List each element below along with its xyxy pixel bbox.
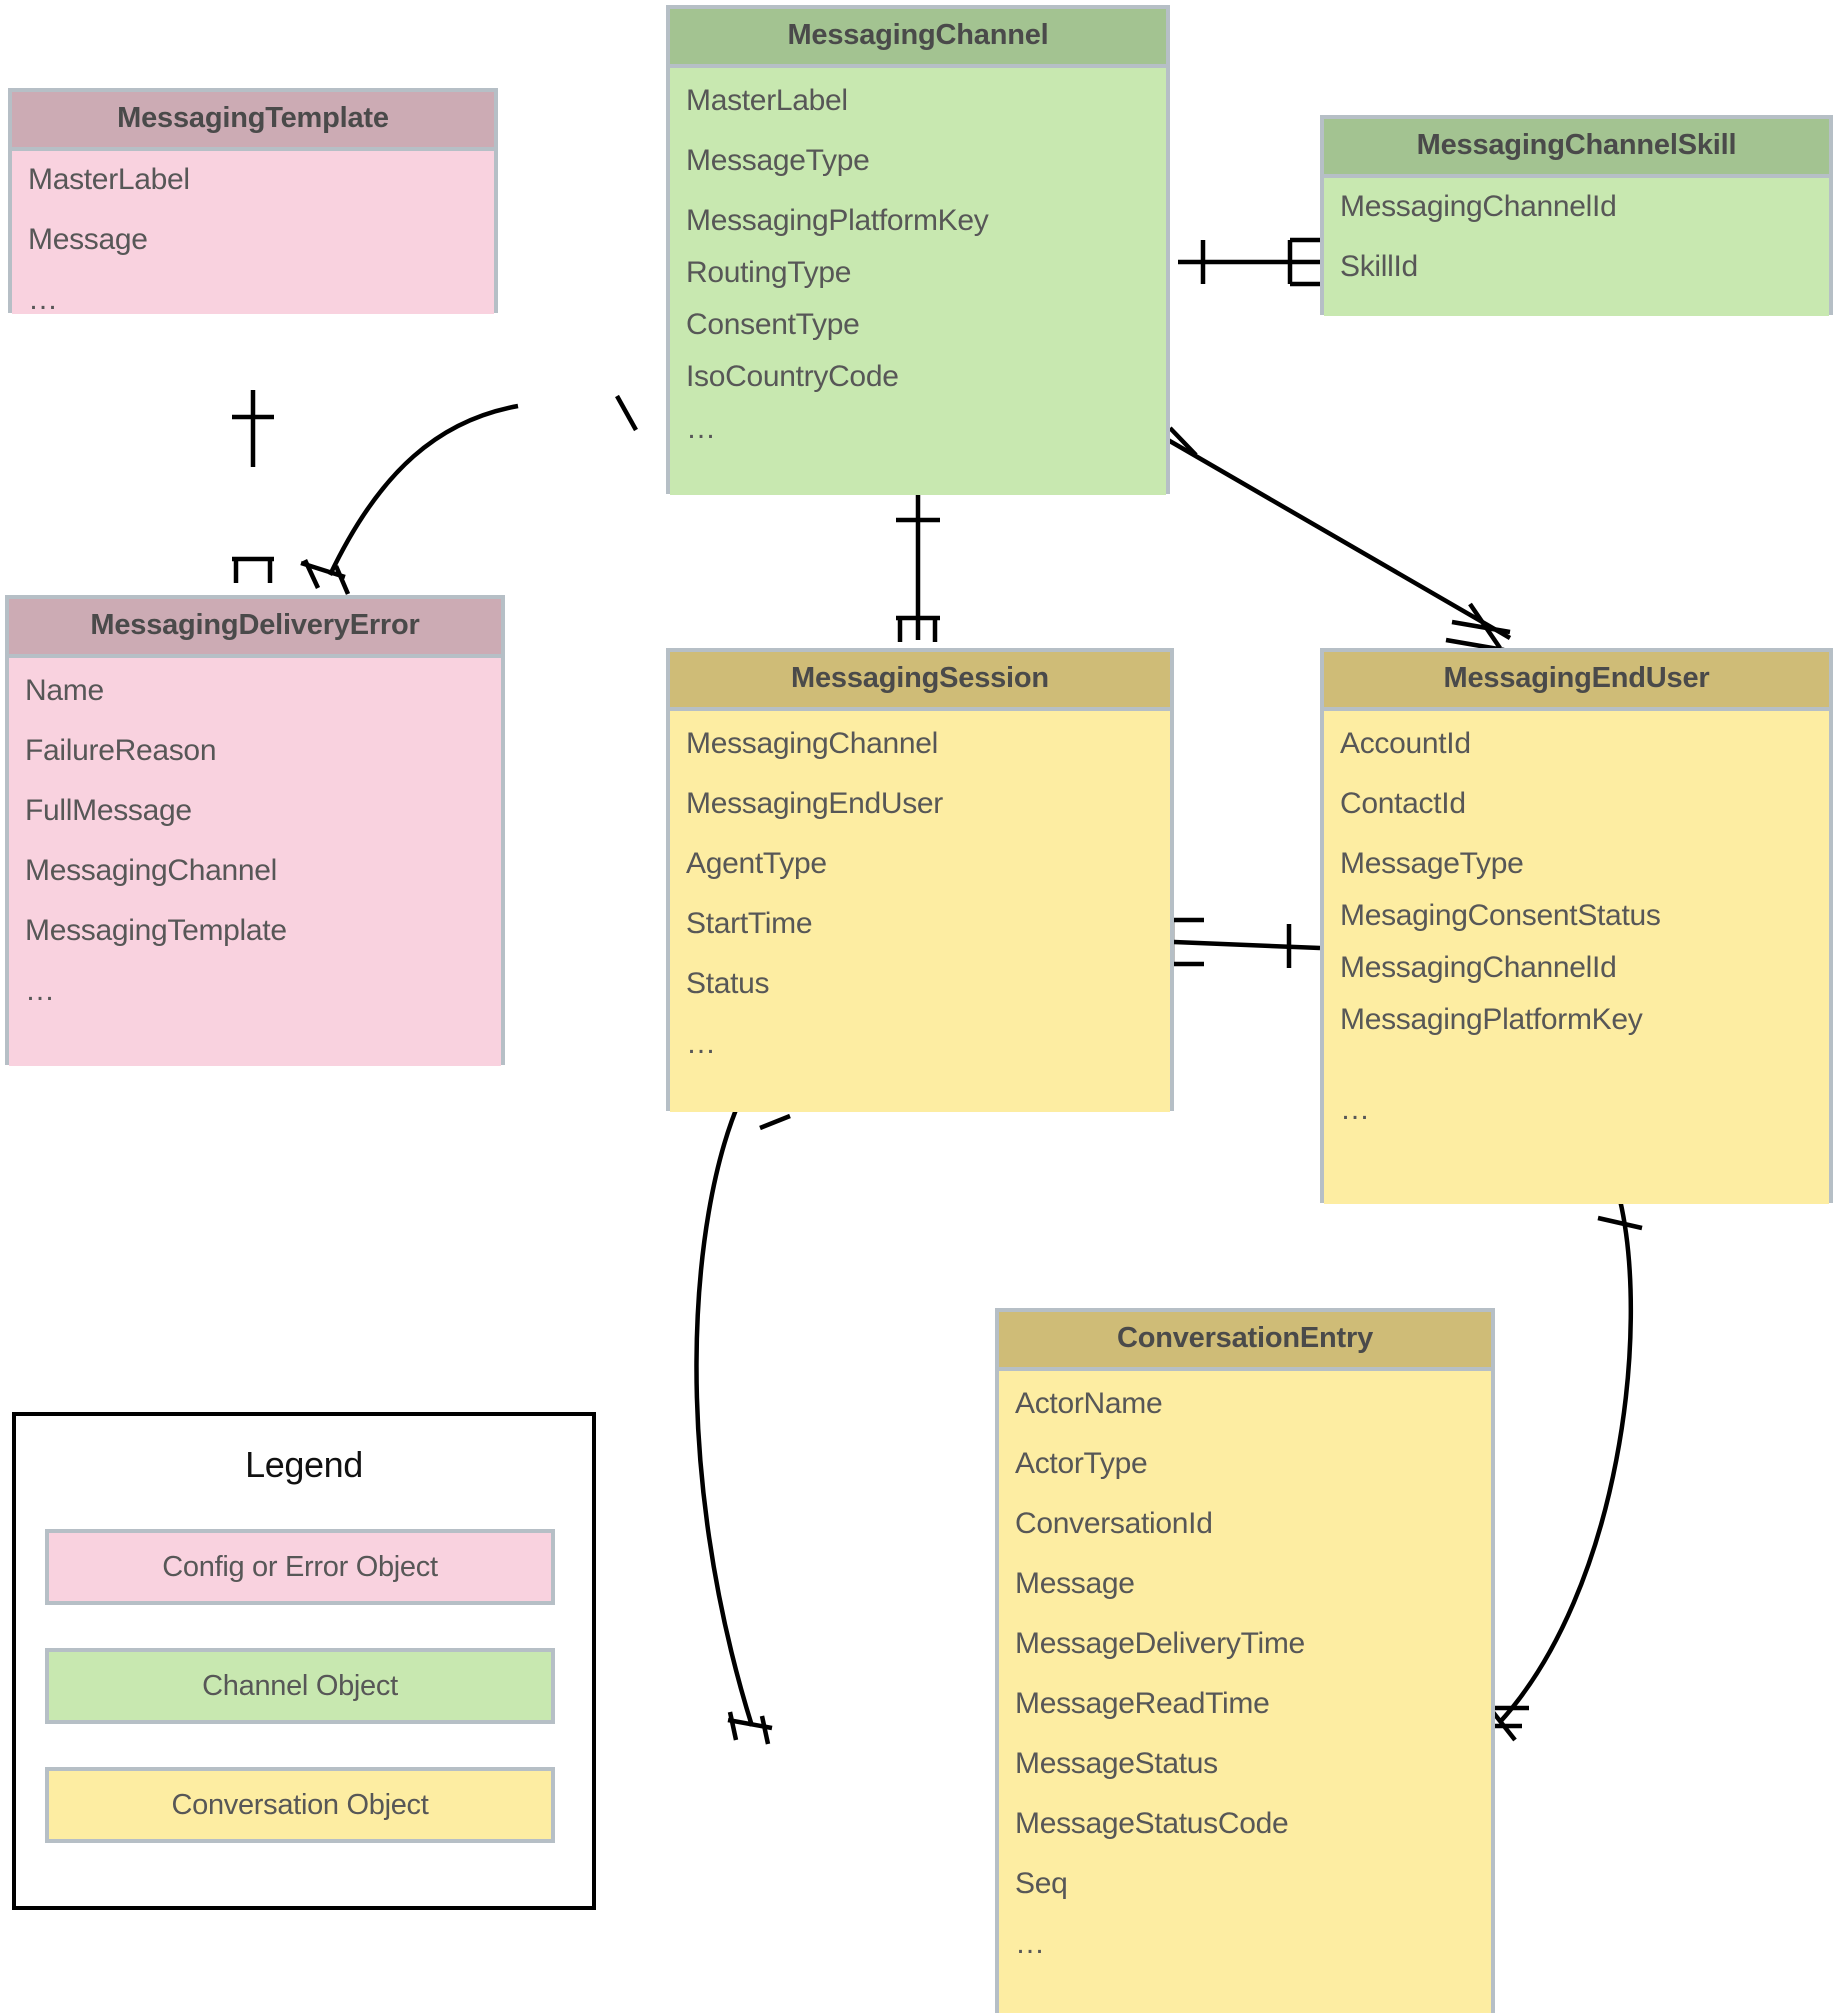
entity-field-list: MessagingChannelId SkillId	[1324, 178, 1829, 316]
link-session-to-enduser	[1169, 917, 1321, 968]
entity-field: MessagingEndUser	[686, 787, 943, 820]
entity-field-ellipsis: …	[28, 283, 58, 316]
entity-field: IsoCountryCode	[686, 360, 899, 393]
entity-field-list: MasterLabel Message …	[12, 151, 494, 316]
entity-messaging-channel-skill[interactable]: MessagingChannelSkill MessagingChannelId…	[1320, 115, 1833, 316]
entity-field: ActorType	[1015, 1447, 1148, 1480]
entity-field: MessagingChannel	[25, 854, 278, 887]
legend-label: Config or Error Object	[162, 1550, 438, 1583]
link-enduser-to-conversationentry	[1480, 1199, 1643, 1742]
entity-field: Name	[25, 674, 104, 707]
entity-field-ellipsis: …	[686, 412, 716, 445]
entity-field-list: MasterLabel MessageType MessagingPlatfor…	[670, 68, 1166, 495]
legend-swatch-conversation: Conversation Object	[45, 1767, 555, 1843]
legend-swatch-channel: Channel Object	[45, 1648, 555, 1724]
link-session-to-conversationentry	[694, 1099, 791, 1745]
entity-title: MessagingTemplate	[12, 92, 494, 151]
entity-title: MessagingSession	[670, 652, 1170, 711]
link-template-to-deliveryerror	[232, 390, 274, 583]
entity-field-ellipsis: …	[1340, 1093, 1370, 1126]
entity-field: ActorName	[1015, 1387, 1163, 1420]
entity-field-list: ActorName ActorType ConversationId Messa…	[999, 1371, 1491, 2013]
entity-title: MessagingChannel	[670, 9, 1166, 68]
entity-field: MasterLabel	[28, 163, 190, 196]
entity-field: Seq	[1015, 1867, 1068, 1900]
entity-title: MessagingEndUser	[1324, 652, 1829, 711]
entity-field: MessageStatusCode	[1015, 1807, 1289, 1840]
entity-title: ConversationEntry	[999, 1312, 1491, 1371]
entity-messaging-delivery-error[interactable]: MessagingDeliveryError Name FailureReaso…	[5, 595, 505, 1066]
legend-title: Legend	[245, 1444, 363, 1485]
entity-field: MessageType	[1340, 847, 1524, 880]
entity-field: MessageStatus	[1015, 1747, 1218, 1780]
entity-field: MessagingChannel	[686, 727, 939, 760]
entity-title: MessagingDeliveryError	[9, 599, 501, 658]
entity-field: Message	[28, 223, 148, 256]
entity-field: MessageDeliveryTime	[1015, 1627, 1305, 1660]
entity-field: MessagingChannelId	[1340, 190, 1617, 223]
entity-field: MessagingChannelId	[1340, 951, 1617, 984]
legend-label: Channel Object	[202, 1669, 398, 1702]
entity-field: MessagingPlatformKey	[686, 204, 989, 237]
entity-field: MessageType	[686, 144, 870, 177]
entity-field: ContactId	[1340, 787, 1466, 820]
entity-field: StartTime	[686, 907, 813, 940]
entity-field-ellipsis: …	[686, 1027, 716, 1060]
entity-field: ConversationId	[1015, 1507, 1213, 1540]
link-channel-to-channelskill	[1178, 237, 1320, 287]
entity-field: ConsentType	[686, 308, 860, 341]
entity-field-list: Name FailureReason FullMessage Messaging…	[9, 658, 501, 1066]
entity-field: SkillId	[1340, 250, 1418, 283]
entity-messaging-channel[interactable]: MessagingChannel MasterLabel MessageType…	[666, 5, 1170, 495]
entity-field: RoutingType	[686, 256, 852, 289]
entity-field: AgentType	[686, 847, 827, 880]
entity-field: AccountId	[1340, 727, 1471, 760]
entity-field-ellipsis: …	[25, 974, 55, 1007]
entity-field: FailureReason	[25, 734, 217, 767]
entity-messaging-session[interactable]: MessagingSession MessagingChannel Messag…	[666, 648, 1174, 1112]
legend-swatch-config-or-error: Config or Error Object	[45, 1529, 555, 1605]
legend-label: Conversation Object	[171, 1788, 429, 1821]
entity-field-list: MessagingChannel MessagingEndUser AgentT…	[670, 711, 1170, 1112]
entity-title: MessagingChannelSkill	[1324, 119, 1829, 178]
entity-messaging-template[interactable]: MessagingTemplate MasterLabel Message …	[8, 88, 498, 316]
entity-field: FullMessage	[25, 794, 192, 827]
entity-field: MessagingTemplate	[25, 914, 287, 947]
entity-field: Status	[686, 967, 770, 1000]
entity-field: MesagingConsentStatus	[1340, 899, 1661, 932]
entity-conversation-entry[interactable]: ConversationEntry ActorName ActorType Co…	[995, 1308, 1495, 2013]
entity-field: MessagingPlatformKey	[1340, 1003, 1643, 1036]
link-channel-to-session	[896, 494, 940, 642]
entity-field: Message	[1015, 1567, 1135, 1600]
entity-field: MessageReadTime	[1015, 1687, 1270, 1720]
entity-field-ellipsis: …	[1015, 1927, 1045, 1960]
entity-messaging-end-user[interactable]: MessagingEndUser AccountId ContactId Mes…	[1320, 648, 1833, 1204]
link-channel-to-deliveryerror	[300, 394, 638, 595]
link-channel-to-enduser	[1166, 426, 1512, 653]
entity-field-list: AccountId ContactId MessageType Mesaging…	[1324, 711, 1829, 1204]
entity-field: MasterLabel	[686, 84, 848, 117]
